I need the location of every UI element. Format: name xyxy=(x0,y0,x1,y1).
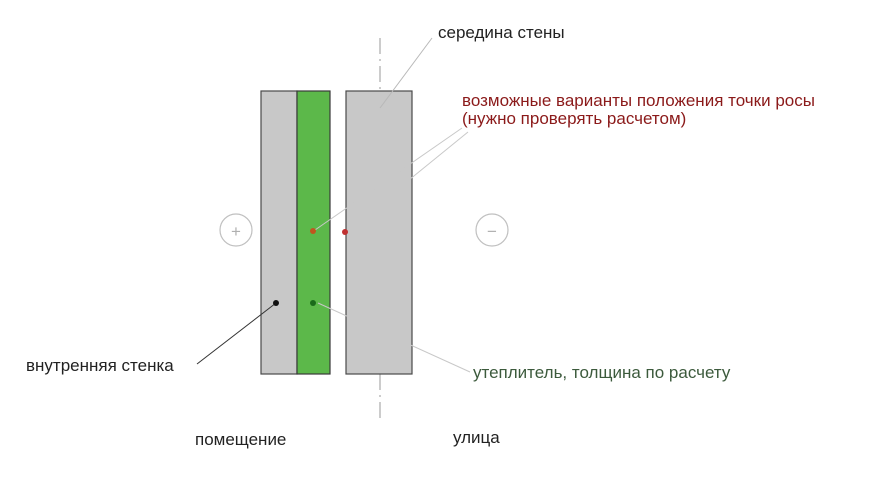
label-wall-middle: середина стены xyxy=(438,23,565,42)
leader-dew-point-1 xyxy=(314,127,463,231)
plus-sign: + xyxy=(231,222,241,241)
label-insulation: утеплитель, толщина по расчету xyxy=(473,363,731,382)
label-street: улица xyxy=(453,428,500,447)
label-dew-point-line1: возможные варианты положения точки росы xyxy=(462,91,815,110)
leader-dew-point-2 xyxy=(344,131,469,233)
minus-sign: − xyxy=(487,222,497,241)
outer-wall-layer xyxy=(345,90,413,375)
leader-inner-wall xyxy=(196,302,277,365)
label-room: помещение xyxy=(195,430,286,449)
leader-insulation xyxy=(317,302,471,373)
label-inner-wall: внутренняя стенка xyxy=(26,356,174,375)
inner-wall-point xyxy=(273,300,279,306)
minus-temperature-symbol: − xyxy=(475,213,509,247)
leader-wall-middle xyxy=(379,37,433,109)
inner-wall-layer xyxy=(260,90,298,375)
label-dew-point-line2: (нужно проверять расчетом) xyxy=(462,109,686,128)
insulation-point xyxy=(310,300,316,306)
dew-point-option-at-wall xyxy=(342,229,348,235)
dew-point-option-in-insulation xyxy=(310,228,316,234)
plus-temperature-symbol: + xyxy=(219,213,253,247)
